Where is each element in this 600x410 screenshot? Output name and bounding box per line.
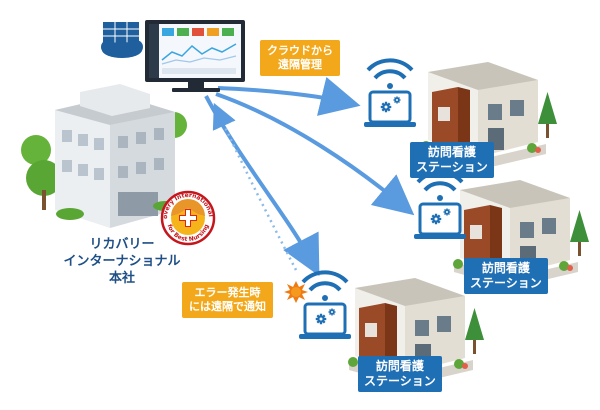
company-logo: Recovery International Inc. for Best Nur…	[160, 190, 216, 246]
station-label-3: 訪問看護 ステーション	[358, 356, 442, 392]
monitor-icon	[145, 20, 245, 92]
error-burst-icon	[284, 281, 308, 303]
cloud-icon	[101, 22, 143, 58]
hq-building	[21, 84, 187, 228]
wifi-laptop-icon	[412, 170, 468, 241]
wifi-laptop-icon	[297, 270, 353, 341]
station-label-1: 訪問看護 ステーション	[410, 142, 494, 178]
arrow-to-station-1	[217, 76, 361, 116]
arrow-to-station-2	[215, 92, 415, 216]
cloud-callout: クラウドから 遠隔管理	[260, 40, 340, 76]
error-notify-arrow	[212, 102, 298, 271]
wifi-laptop-icon	[362, 58, 418, 130]
hq-label: リカバリー インターナショナル 本社	[63, 237, 181, 286]
station-label-2: 訪問看護 ステーション	[464, 258, 548, 294]
error-callout: エラー発生時 には遠隔で通知	[182, 282, 273, 318]
arrow-to-station-3	[204, 95, 320, 277]
